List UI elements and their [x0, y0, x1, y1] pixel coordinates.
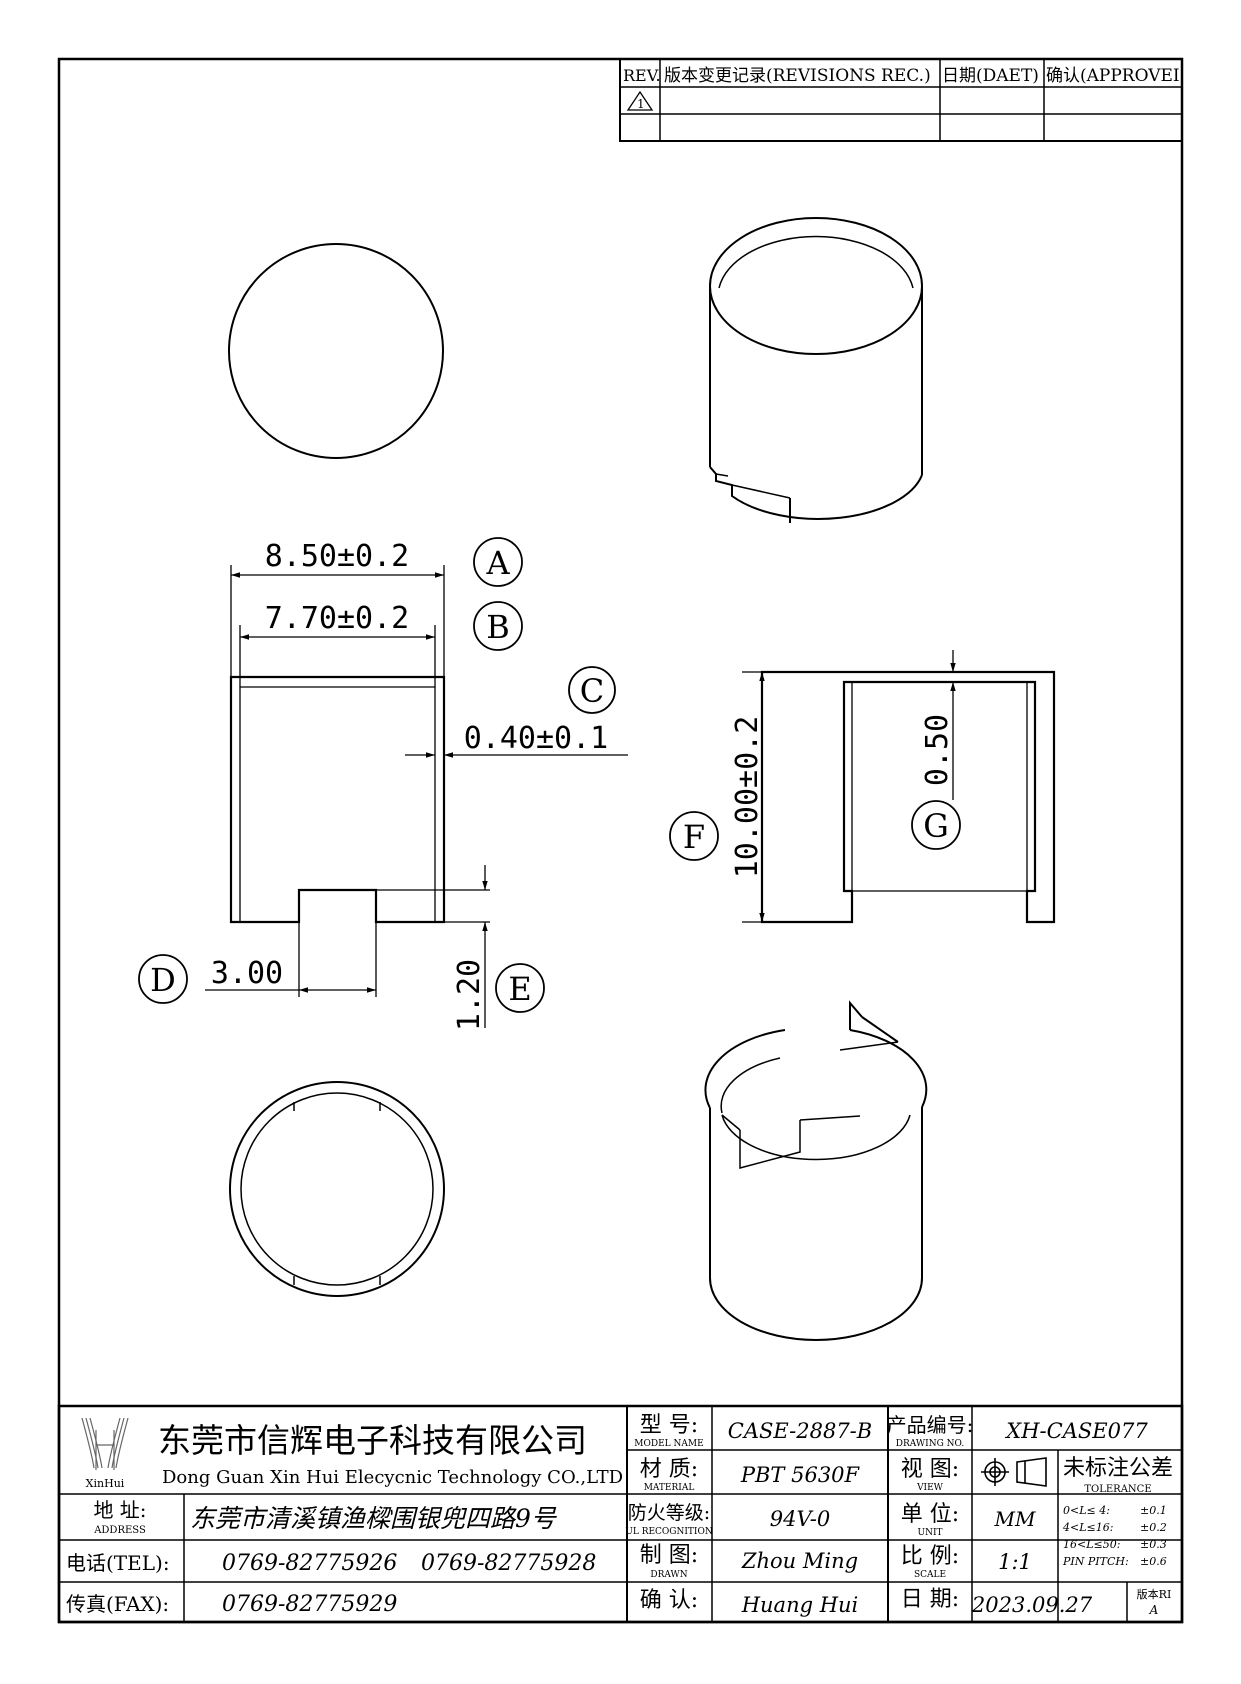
dim-F-tag-circle [669, 811, 719, 861]
model-label-en: MODEL NAME [634, 1439, 703, 1449]
dim-E-lines [376, 865, 490, 1028]
revision-record-col-header: 版本变更记录(REVISIONS REC.) [664, 66, 931, 86]
projection-symbol-icon [981, 1457, 1047, 1487]
scale-value: 1:1 [998, 1550, 1032, 1574]
rev-col-header: REV. [623, 66, 661, 85]
check-label: 确 认: [640, 1588, 698, 1613]
sheet-border [57, 57, 1184, 1624]
version-label: 版本RI [1137, 1587, 1172, 1601]
dim-C-tag-circle [568, 666, 616, 714]
tolerance-title: 未标注公差 [1063, 1456, 1173, 1481]
tolerance-range-1: 4<L≤16: [1062, 1521, 1113, 1534]
dim-A-tag: A [485, 544, 510, 582]
tolerance-title-en: TOLERANCE [1084, 1484, 1151, 1495]
tolerance-range-2: 16<L≤50: [1063, 1538, 1120, 1551]
dim-D-lines [205, 922, 377, 997]
scale-label-en: SCALE [914, 1570, 946, 1580]
dim-G-tag: G [923, 807, 949, 845]
dim-F-lines [742, 671, 765, 923]
check-value: Huang Hui [741, 1593, 859, 1617]
company-name-en: Dong Guan Xin Hui Elecycnic Technology C… [162, 1467, 623, 1488]
top-view-circle [228, 243, 444, 459]
isometric-view-top [709, 217, 923, 523]
scale-label: 比 例: [901, 1544, 959, 1569]
tolerance-range-3: PIN PITCH: [1062, 1555, 1129, 1568]
fire-rating-label-en: UL RECOGNITION [625, 1527, 713, 1537]
section-view [760, 670, 1056, 924]
fax-label: 传真(FAX): [66, 1592, 169, 1616]
material-label: 材 质: [640, 1457, 698, 1482]
title-block-grid [57, 1404, 1184, 1624]
isometric-view-bottom [704, 1000, 928, 1341]
drawing-no-value: XH-CASE077 [1004, 1419, 1148, 1443]
date-label: 日 期: [901, 1587, 959, 1612]
drawn-label-en: DRAWN [650, 1570, 687, 1580]
dim-A-tag-circle [473, 537, 523, 587]
drawing-no-label-en: DRAWING NO. [896, 1439, 965, 1449]
address-label-en: ADDRESS [93, 1525, 146, 1536]
tolerance-value-1: ±0.2 [1140, 1521, 1167, 1534]
front-view [229, 675, 446, 924]
dim-D-tag: D [150, 961, 176, 999]
version-value: A [1149, 1603, 1159, 1617]
fire-rating-value: 94V-0 [770, 1507, 830, 1531]
dim-A-value: 8.50±0.2 [265, 539, 410, 574]
rev-triangle-icon: 1 [626, 90, 654, 111]
bottom-view-rings [229, 1081, 445, 1297]
date-col-header: 日期(DAET) [942, 66, 1039, 86]
dim-E-value: 1.20 [452, 959, 487, 1031]
drawn-value: Zhou Ming [741, 1549, 858, 1573]
rev-mark: 1 [637, 97, 645, 111]
dim-E-tag: E [508, 970, 531, 1008]
tolerance-value-3: ±0.6 [1140, 1555, 1167, 1568]
tolerance-range-0: 0<L≤ 4: [1063, 1504, 1110, 1517]
date-value: 2023.09.27 [971, 1593, 1093, 1617]
model-value: CASE-2887-B [728, 1419, 872, 1443]
tel-number-2: 0769-82775928 [421, 1551, 596, 1576]
tolerance-value-2: ±0.3 [1140, 1538, 1167, 1551]
tel-number-1: 0769-82775926 [222, 1551, 397, 1576]
dim-G-value: 0.50 [920, 714, 955, 786]
dim-C-tag: C [580, 672, 604, 710]
dim-F-value: 10.00±0.2 [730, 716, 765, 879]
tolerance-value-0: ±0.1 [1140, 1504, 1167, 1517]
dim-D-tag-circle [138, 954, 188, 1004]
unit-value: MM [994, 1507, 1036, 1531]
dim-G-tag-circle [911, 800, 961, 850]
unit-label: 单 位: [901, 1502, 959, 1527]
dim-B-lines [239, 625, 436, 687]
company-name-cn: 东莞市信辉电子科技有限公司 [158, 1421, 587, 1460]
dim-E-tag-circle [495, 963, 545, 1013]
fire-rating-label: 防火等级: [628, 1502, 710, 1524]
logo-text: XinHui [86, 1477, 125, 1490]
drawing-no-label: 产品编号: [887, 1413, 974, 1437]
dim-B-tag: B [486, 608, 510, 646]
dim-C-value: 0.40±0.1 [464, 721, 609, 756]
company-logo [81, 1417, 129, 1470]
material-label-en: MATERIAL [644, 1483, 695, 1493]
model-label: 型 号: [640, 1413, 698, 1438]
dim-G-lines [950, 650, 956, 800]
dim-B-value: 7.70±0.2 [265, 601, 410, 636]
dim-A-lines [230, 565, 445, 677]
material-value: PBT 5630F [740, 1463, 861, 1487]
unit-label-en: UNIT [917, 1528, 942, 1538]
view-label-en: VIEW [916, 1483, 944, 1493]
revision-table [619, 58, 1183, 142]
address-value: 东莞市清溪镇渔樑围银兜四路9号 [190, 1504, 558, 1533]
address-label: 地 址: [93, 1498, 146, 1522]
dim-F-tag: F [683, 818, 705, 856]
drawn-label: 制 图: [640, 1543, 698, 1568]
tel-label: 电话(TEL): [66, 1551, 170, 1575]
approve-col-header: 确认(APPROVEI [1046, 66, 1180, 86]
dim-B-tag-circle [473, 601, 523, 651]
dim-D-value: 3.00 [211, 956, 283, 991]
fax-number: 0769-82775929 [222, 1592, 397, 1617]
view-label: 视 图: [901, 1457, 959, 1482]
